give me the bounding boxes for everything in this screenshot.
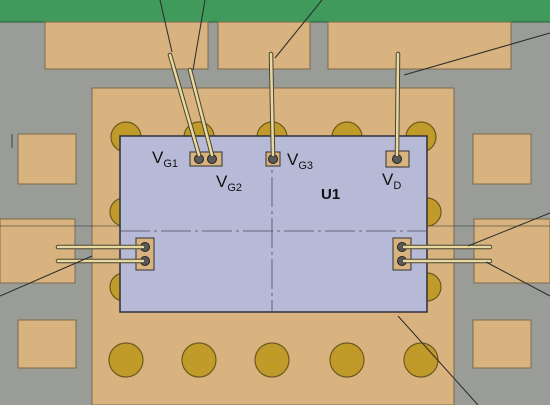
right-pad-bottom [472, 319, 532, 369]
label-vg2: VG2 [216, 172, 242, 194]
label-vg1: VG1 [152, 148, 178, 170]
label-vd: VD [382, 170, 401, 192]
svg-text:VD: VD [382, 170, 401, 192]
right-pad-middle [473, 218, 550, 284]
label-vg2-main: V [216, 172, 228, 191]
label-vg3-sub: G3 [298, 160, 313, 172]
left-pad-top [17, 133, 77, 185]
via [181, 342, 217, 378]
right-pad-top [472, 133, 532, 185]
via [108, 342, 144, 378]
top-pad-right [327, 21, 512, 70]
top-ground-strip [0, 0, 550, 22]
label-vg3: VG3 [287, 150, 313, 172]
bond-wires [55, 51, 493, 264]
via [254, 342, 290, 378]
label-u1: U1 [321, 186, 340, 203]
label-vg1-sub: G1 [163, 158, 178, 170]
svg-text:VG2: VG2 [216, 172, 242, 194]
label-vg2-sub: G2 [227, 182, 242, 194]
via [329, 342, 365, 378]
label-vd-sub: D [393, 180, 401, 192]
label-vd-main: V [382, 170, 394, 189]
label-vg1-main: V [152, 148, 164, 167]
via [403, 342, 439, 378]
svg-text:VG1: VG1 [152, 148, 178, 170]
left-pad-bottom [17, 319, 77, 369]
label-vg3-main: V [287, 150, 299, 169]
top-pad-middle [217, 21, 311, 70]
top-pad-left [44, 21, 209, 70]
left-pad-middle [0, 218, 76, 284]
svg-text:VG3: VG3 [287, 150, 313, 172]
